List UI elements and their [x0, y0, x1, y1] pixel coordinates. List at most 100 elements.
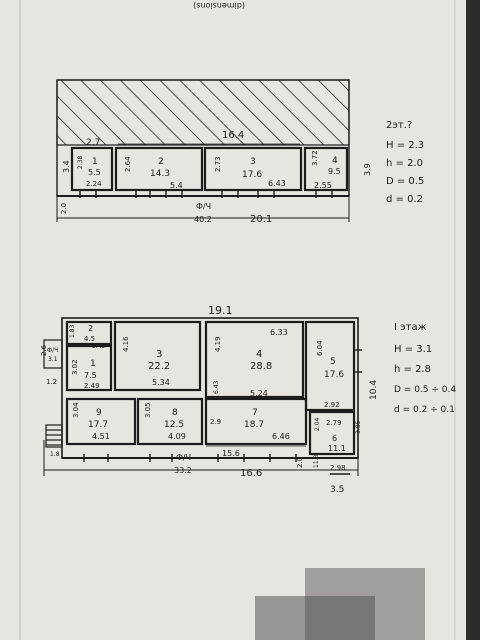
lower-dim-bottom-e: 3.5: [330, 485, 344, 495]
lower-porch: [43, 339, 63, 369]
lower-room-8-num: 8: [172, 408, 178, 418]
lower-room-3-area: 22.2: [148, 361, 170, 372]
lower-room-7-num: 7: [252, 408, 258, 418]
header-fragment: (dimensions): [193, 1, 245, 10]
lower-room-5-d2: 2.92: [324, 401, 340, 409]
lower-room-2-d1: 1.83: [69, 324, 76, 338]
upper-room-4-outline: [303, 146, 349, 192]
lower-spec-d-upper: D = 0.5 ÷ 0.4: [394, 385, 456, 395]
lower-room-3-outline: [113, 320, 202, 392]
lower-window-ticks: [83, 349, 362, 475]
upper-room-2-outline: [114, 146, 204, 192]
upper-room-3-outline: [203, 146, 303, 192]
lower-room-2-outline: [65, 320, 113, 346]
upper-room-4-area: 9.5: [328, 167, 341, 176]
lower-room-6-num: 6: [332, 434, 337, 443]
upper-room-3-side: 2.73: [214, 156, 222, 172]
upper-spec-h-upper: H = 2.3: [386, 140, 424, 151]
bottom-shadow-2: [255, 596, 375, 640]
lower-dim-top-total: 19.1: [208, 304, 233, 317]
lower-spec-h-lower: h = 2.8: [394, 364, 431, 375]
lower-room-1-outline: [65, 344, 113, 392]
upper-room-4-side: 3.72: [311, 150, 319, 166]
upper-spec-h-lower: h = 2.0: [386, 158, 423, 169]
upper-spec-d-lower: d = 0.2: [386, 194, 423, 205]
lower-spec-h-upper: H = 3.1: [394, 344, 432, 355]
lower-room-8-outline: [136, 397, 204, 446]
dark-right-strip: [466, 0, 480, 640]
lower-room-1-num: 1: [90, 359, 96, 369]
upper-room-2-w: 5.4: [170, 181, 183, 190]
lower-room-4-area: 28.8: [250, 361, 272, 372]
lower-room-1-d2: 2.49: [84, 382, 100, 390]
upper-fundament-value: 40.2: [194, 215, 212, 224]
upper-room-2-area: 14.3: [150, 169, 170, 179]
lower-dim-right-h: 10.4: [369, 380, 379, 400]
lower-room-6-d3: 3.85: [355, 420, 362, 434]
lower-room-1-d1: 3.02: [71, 359, 79, 375]
lower-room-7-d1: 2.9: [210, 418, 221, 426]
upper-floor-plan: [56, 79, 350, 222]
lower-room-7-d2: 6.46: [272, 432, 290, 441]
lower-room-2-area: 4.5: [84, 335, 95, 343]
lower-room-9-d2: 4.51: [92, 432, 110, 441]
lower-room-9-num: 9: [96, 408, 102, 418]
lower-room-4-d1: 6.33: [270, 328, 288, 337]
upper-room-1-area: 5.5: [88, 168, 101, 177]
lower-room-4-d3: 6.43: [213, 380, 220, 394]
upper-dim-right-h: 3.9: [363, 163, 372, 176]
lower-room-9-area: 17.7: [88, 420, 108, 430]
upper-room-1-w: 2.24: [86, 180, 102, 188]
lower-room-6-d1: 2.04: [314, 417, 321, 431]
upper-room-1-num: 1: [92, 157, 98, 167]
lower-level-label: I этаж: [394, 322, 427, 333]
lower-room-5-d1: 6.04: [316, 340, 324, 356]
lower-room-7-outline: [204, 397, 308, 446]
upper-room-1-side: 2.38: [77, 155, 84, 169]
lower-dim-left-a: 2.6: [40, 344, 48, 356]
upper-room-3-area: 17.6: [242, 170, 262, 180]
upper-dim-top-left: 2.7: [86, 138, 100, 148]
lower-room-4-outline: [204, 320, 305, 399]
upper-dim-bottom-right: 20.1: [250, 214, 272, 225]
lower-room-6-d2: 2.79: [326, 419, 342, 427]
lower-fundament-value: 33.2: [174, 466, 192, 475]
lower-room-8-d1: 3.05: [144, 402, 152, 418]
lower-room-9-d1: 3.04: [72, 402, 80, 418]
lower-room-5-area: 17.6: [324, 370, 344, 380]
lower-room-8-d2: 4.09: [168, 432, 186, 441]
lower-room-3-num: 3: [156, 349, 162, 360]
upper-dim-top-total: 16.4: [222, 130, 244, 141]
lower-room-2-d2: 2.45: [92, 343, 106, 350]
lower-room-3-d2: 5.34: [152, 378, 170, 387]
upper-level-label: 2эт.?: [386, 120, 412, 131]
lower-room-4-d4: 5.24: [250, 389, 268, 398]
lower-room-7-area: 18.7: [244, 420, 264, 430]
lower-dim-left-c: 1.8: [50, 451, 60, 458]
lower-dim-bottom-total: 16.6: [240, 468, 262, 479]
upper-room-4-num: 4: [332, 156, 338, 166]
upper-dim-left-lower: 2.0: [60, 203, 68, 214]
lower-room-6-area: 11.1: [328, 444, 346, 453]
lower-spec-d-lower: d = 0.2 ÷ 0.1: [394, 405, 455, 415]
lower-room-4-d2: 4.19: [214, 336, 222, 352]
upper-room-4-w: 2.55: [314, 181, 332, 190]
lower-room-6-d4: 2.98: [330, 464, 346, 472]
lower-floor-plan: [43, 317, 359, 476]
lower-room-2-num: 2: [88, 324, 93, 333]
upper-dim-left-h: 3.4: [62, 160, 71, 173]
lower-room-1-area: 7.5: [84, 371, 97, 380]
lower-room-6-outline: [308, 410, 356, 456]
upper-window-ticks: [79, 190, 333, 198]
lower-dim-bottom-c: 2.0: [296, 457, 304, 468]
upper-room-2-num: 2: [158, 157, 164, 167]
lower-room-3-d1: 4.16: [122, 336, 130, 352]
upper-room-1-outline: [70, 146, 114, 192]
lower-fundament-code: Ф/Ч: [176, 453, 191, 462]
lower-room-4-num: 4: [256, 349, 262, 360]
lower-dim-bottom-d: 11.8: [313, 454, 320, 468]
lower-room-5-outline: [304, 320, 356, 412]
upper-spec-d-upper: D = 0.5: [386, 176, 424, 187]
upper-fundament-code: Ф/Ч: [196, 202, 211, 211]
